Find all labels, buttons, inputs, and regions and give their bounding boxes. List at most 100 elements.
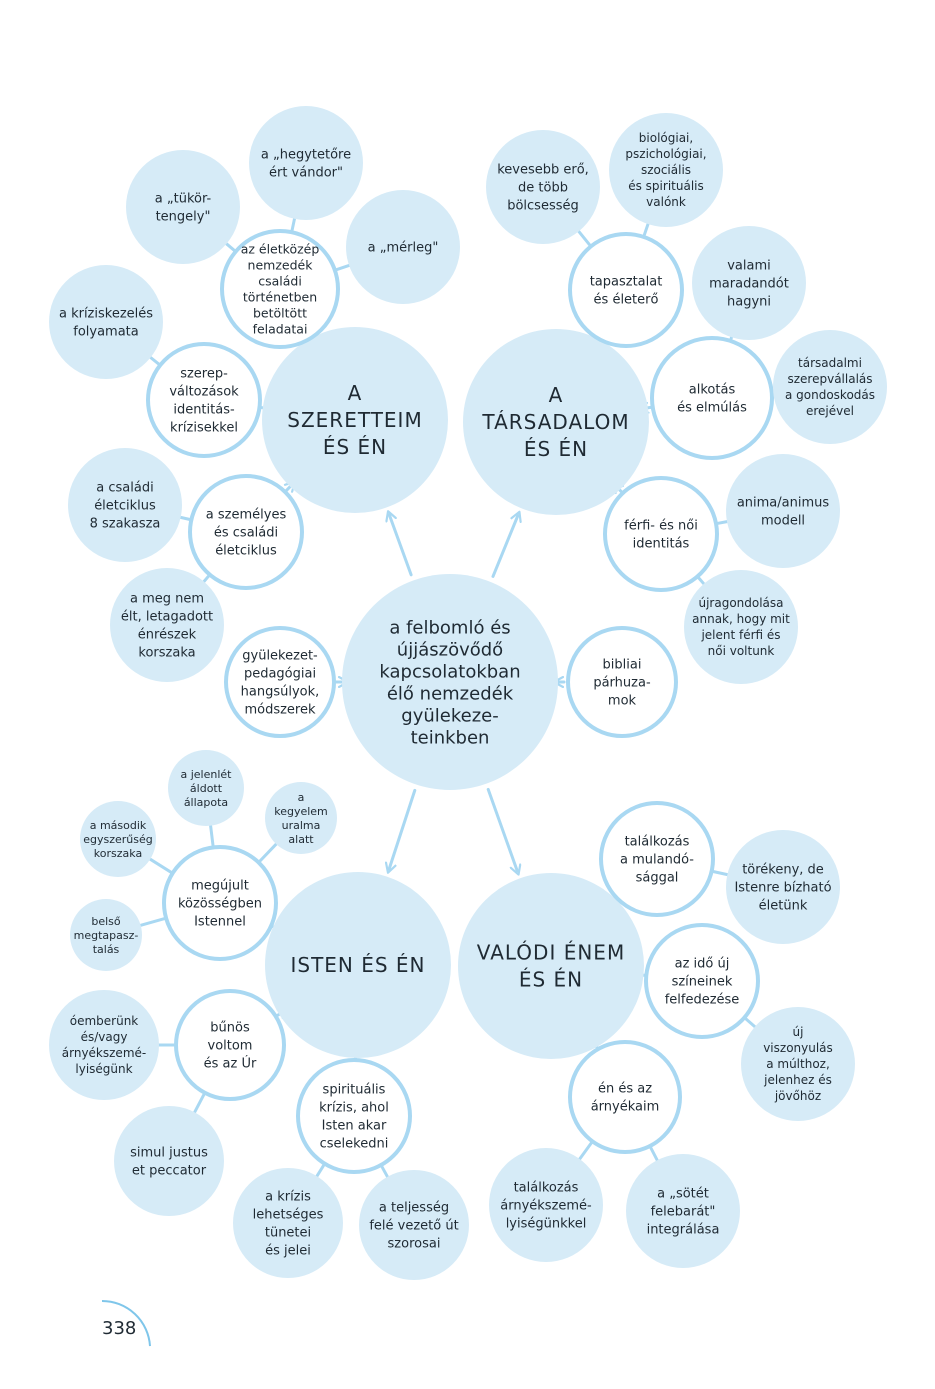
center-circle [342, 574, 558, 790]
leaf-node-tukor: a „tükör-tengely" [126, 150, 240, 264]
ring-circle [224, 626, 336, 738]
ring-circle [566, 626, 678, 738]
leaf-node-merleg: a „mérleg" [346, 190, 460, 304]
ring-circle [568, 1040, 682, 1154]
leaf-circle [741, 1007, 855, 1121]
leaf-circle [692, 226, 806, 340]
ring-circle [174, 989, 286, 1101]
connector-tapasztalat-biologiai [642, 222, 650, 237]
connector-alkotas-valami [729, 335, 733, 341]
leaf-circle [626, 1154, 740, 1268]
leaf-circle [726, 830, 840, 944]
connector-megujult-belso [139, 917, 166, 927]
leaf-circle [233, 1168, 343, 1278]
leaf-circle [773, 330, 887, 444]
connector-szerep-krizis [149, 356, 161, 366]
leaf-circle [249, 106, 363, 220]
connector-ferfi-anima [716, 520, 729, 525]
connector-bunos-simul [193, 1093, 206, 1114]
connector-ferfi-ujragondolasa [697, 576, 706, 586]
leaf-circle [486, 130, 600, 244]
connector-arnyek-sotet [649, 1146, 659, 1162]
connector-center-valodi [486, 787, 517, 870]
connector-eletkozep-merleg [335, 263, 351, 272]
connector-eletkozep-hegytetore [290, 217, 296, 232]
ring-circle [296, 1058, 412, 1174]
leaf-circle [68, 448, 182, 562]
page-corner-arc [101, 1299, 151, 1347]
ring-circle [162, 845, 278, 961]
connector-spiritualis-krizistunetei [315, 1163, 326, 1178]
leaf-circle [80, 801, 156, 877]
hub-circle [262, 327, 448, 513]
connector-ido-ujviszony [744, 1017, 757, 1029]
leaf-circle [168, 750, 244, 826]
leaf-circle [49, 265, 163, 379]
leaf-circle [114, 1106, 224, 1216]
connector-eletkozep-tukor [225, 242, 236, 252]
connector-spiritualis-teljesseg [380, 1165, 389, 1179]
ring-circle [188, 474, 304, 590]
leaf-circle [684, 570, 798, 684]
ring-circle [599, 801, 715, 917]
ring-circle [146, 342, 262, 458]
ring-circle [603, 476, 719, 592]
connector-center-tarsadalom [491, 516, 518, 578]
connector-tapasztalat-kevesebb [577, 229, 592, 247]
